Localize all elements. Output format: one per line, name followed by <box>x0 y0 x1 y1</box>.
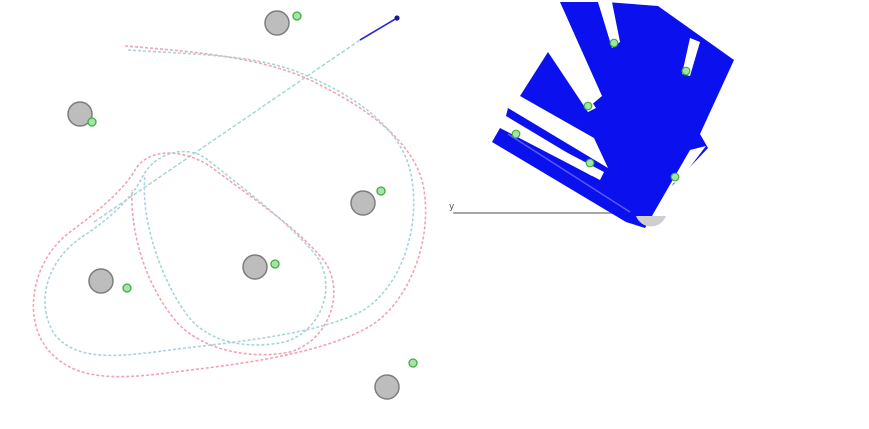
marker-3 <box>376 186 386 196</box>
heading-line-faint <box>93 39 361 223</box>
scan-ray-line <box>507 133 631 213</box>
scan-gap-1 <box>598 2 620 48</box>
landmark-4 <box>88 268 114 294</box>
heading-line <box>93 15 400 223</box>
trajectory-path-b <box>44 49 415 357</box>
marker-5 <box>270 259 280 269</box>
y-axis-label: y <box>449 202 455 212</box>
scan-marker-1 <box>609 38 619 48</box>
marker-6 <box>408 358 418 368</box>
heading-line-solid <box>359 17 398 41</box>
landmark-6 <box>374 374 400 400</box>
landmarks-group <box>67 10 400 400</box>
scan-markers-group <box>511 38 691 182</box>
scan-marker-5 <box>585 158 595 168</box>
scan-gap-5 <box>672 146 706 184</box>
marker-4 <box>122 283 132 293</box>
marker-1 <box>292 11 302 21</box>
landmark-2 <box>67 101 93 127</box>
markers-group <box>87 11 418 368</box>
scan-marker-4 <box>511 129 521 139</box>
scan-marker-3 <box>583 101 593 111</box>
landmark-1 <box>264 10 290 36</box>
landmark-3 <box>350 190 376 216</box>
scan-gap-2 <box>682 38 700 76</box>
sensor-origin <box>636 216 666 227</box>
scan-marker-2 <box>681 66 691 76</box>
trajectory-path-a <box>32 45 427 378</box>
scan-gap-4 <box>500 116 596 176</box>
marker-2 <box>87 117 97 127</box>
landmark-5 <box>242 254 268 280</box>
scan-marker-6 <box>670 172 680 182</box>
scan-gap-3 <box>548 50 596 112</box>
heading-tip-point <box>394 15 400 21</box>
